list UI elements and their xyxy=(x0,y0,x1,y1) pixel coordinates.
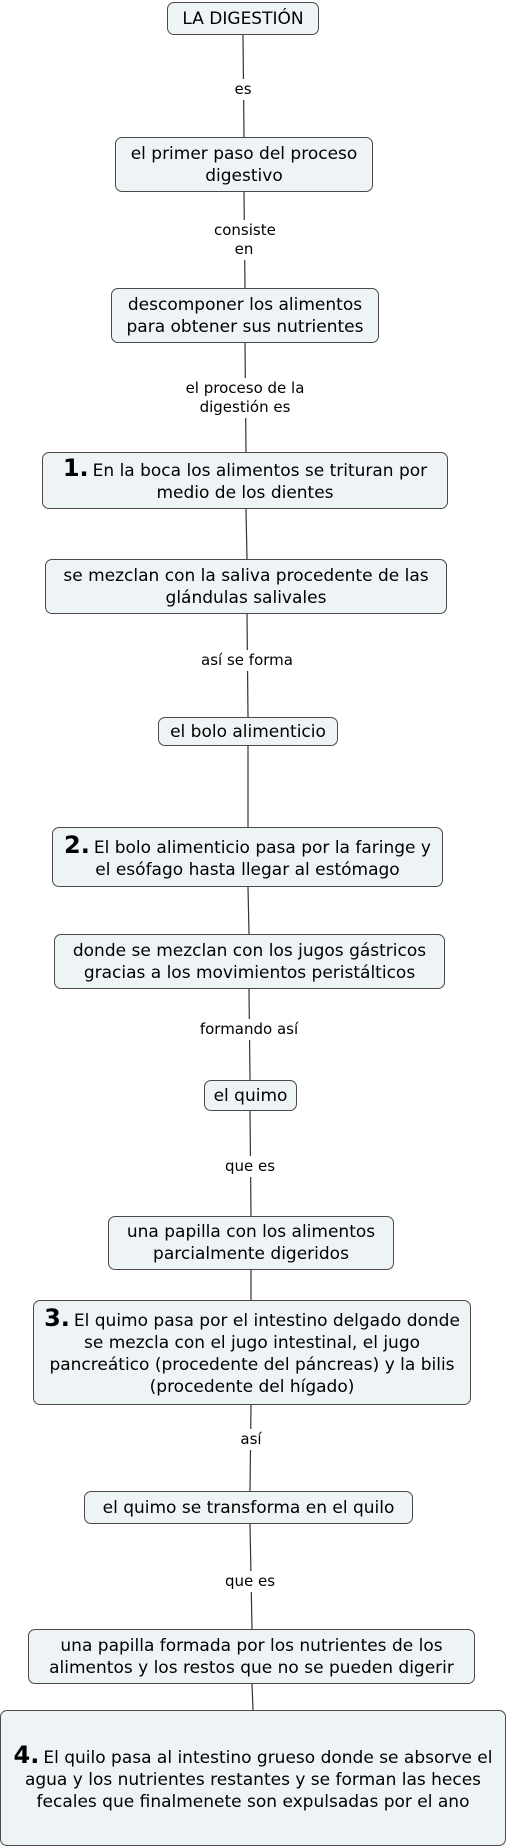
concept-text: el primer paso del proceso digestivo xyxy=(130,143,358,186)
step-number: 2. xyxy=(64,830,90,859)
concept-text: El quimo pasa por el intestino delgado d… xyxy=(49,1311,460,1397)
concept-primer-paso[interactable]: el primer paso del proceso digestivo xyxy=(115,137,373,192)
concept-saliva[interactable]: se mezclan con la saliva procedente de l… xyxy=(45,559,447,614)
concept-papilla-1[interactable]: una papilla con los alimentos parcialmen… xyxy=(108,1216,394,1270)
link-label-es: es xyxy=(231,79,255,100)
link-line-papilla-step4 xyxy=(251,1683,254,1711)
concept-text: LA DIGESTIÓN xyxy=(182,8,304,29)
concept-text: se mezclan con la saliva procedente de l… xyxy=(63,565,429,608)
concept-text: En la boca los alimentos se trituran por… xyxy=(92,461,428,503)
concept-la-digestion[interactable]: LA DIGESTIÓN xyxy=(167,2,319,35)
link-label-consiste-en: consiste en xyxy=(211,220,277,260)
concept-quimo[interactable]: el quimo xyxy=(204,1080,297,1111)
concept-quilo[interactable]: el quimo se transforma en el quilo xyxy=(84,1491,413,1524)
concept-papilla-2[interactable]: una papilla formada por los nutrientes d… xyxy=(28,1629,475,1684)
step-number: 4. xyxy=(13,1740,40,1769)
concept-text: una papilla con los alimentos parcialmen… xyxy=(126,1222,376,1264)
link-line-step2-jugos xyxy=(247,886,250,935)
concept-text: donde se mezclan con los jugos gástricos… xyxy=(72,940,427,983)
concept-step-1[interactable]: 1.En la boca los alimentos se trituran p… xyxy=(42,452,448,509)
concept-step-2[interactable]: 2.El bolo alimenticio pasa por la faring… xyxy=(52,827,443,887)
concept-bolo-alimenticio[interactable]: el bolo alimenticio xyxy=(158,717,338,746)
concept-text: una papilla formada por los nutrientes d… xyxy=(49,1635,454,1678)
link-label-que-es-1: que es xyxy=(221,1156,279,1177)
link-label-que-es-2: que es xyxy=(221,1571,279,1592)
concept-text: descomponer los alimentos para obtener s… xyxy=(126,294,364,337)
link-label-proceso-digestion: el proceso de la digestión es xyxy=(172,378,318,418)
concept-jugos-gastricos[interactable]: donde se mezclan con los jugos gástricos… xyxy=(54,934,445,989)
concept-descomponer[interactable]: descomponer los alimentos para obtener s… xyxy=(111,288,379,343)
concept-text: el bolo alimenticio xyxy=(170,721,326,742)
concept-text: el quimo se transforma en el quilo xyxy=(102,1497,395,1518)
link-label-asi-se-forma: así se forma xyxy=(198,650,296,671)
concept-text: El bolo alimenticio pasa por la faringe … xyxy=(93,837,431,880)
concept-text: el quimo xyxy=(213,1085,288,1106)
step-number: 3. xyxy=(44,1304,70,1332)
concept-text: El quilo pasa al intestino grueso donde … xyxy=(24,1747,493,1812)
step-number: 1. xyxy=(62,454,89,482)
concept-step-4[interactable]: 4.El quilo pasa al intestino grueso dond… xyxy=(0,1710,506,1846)
link-label-asi: así xyxy=(237,1429,265,1450)
link-line-step1-saliva xyxy=(245,508,248,560)
concept-step-3[interactable]: 3.El quimo pasa por el intestino delgado… xyxy=(33,1300,471,1405)
link-label-formando-asi: formando así xyxy=(196,1019,302,1040)
